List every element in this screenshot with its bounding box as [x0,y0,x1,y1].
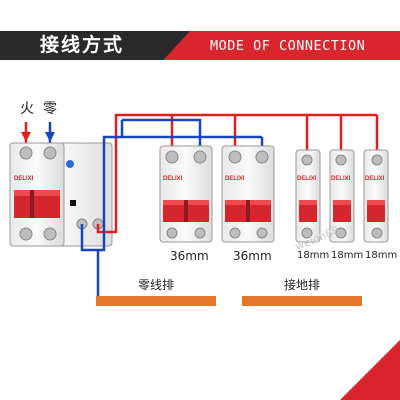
neutral-label: 零 [43,101,57,117]
brand-label-1p-c: DELIXI [365,176,385,182]
brand-label-1p-a: DELIXI [297,176,317,182]
width-label-2p-a: 36mm [170,249,209,263]
width-label-2p-b: 36mm [233,249,272,263]
neutral-bar-label: 零线排 [138,278,175,292]
width-label-1p-c: 18mm [365,250,398,261]
breaker-2p-b [221,145,275,243]
neutral-busbar [96,296,216,306]
brand-label-2p-b: DELIXI [225,176,245,182]
header-title-cn: 接线方式 [40,34,125,56]
header-title-panel [0,31,190,60]
width-label-1p-a: 18mm [297,250,330,261]
wiring-lines [80,113,379,298]
top-margin [0,0,400,6]
width-label-1p-b: 18mm [331,250,364,261]
ground-bar-label: 接地排 [284,278,321,292]
brand-label-1p-b: DELIXI [331,176,351,182]
breaker-1p-a [295,149,321,243]
ground-busbar [242,296,362,306]
brand-label-2p-a: DELIXI [163,176,183,182]
breaker-1p-b [329,149,355,243]
brand-label-main: DELIXI [14,176,34,182]
header-title-en: MODE OF CONNECTION [210,38,366,54]
live-label: 火 [20,101,34,117]
breaker-1p-c [363,149,389,243]
main-rcd-breaker [9,142,113,247]
breaker-2p-a [159,145,213,243]
